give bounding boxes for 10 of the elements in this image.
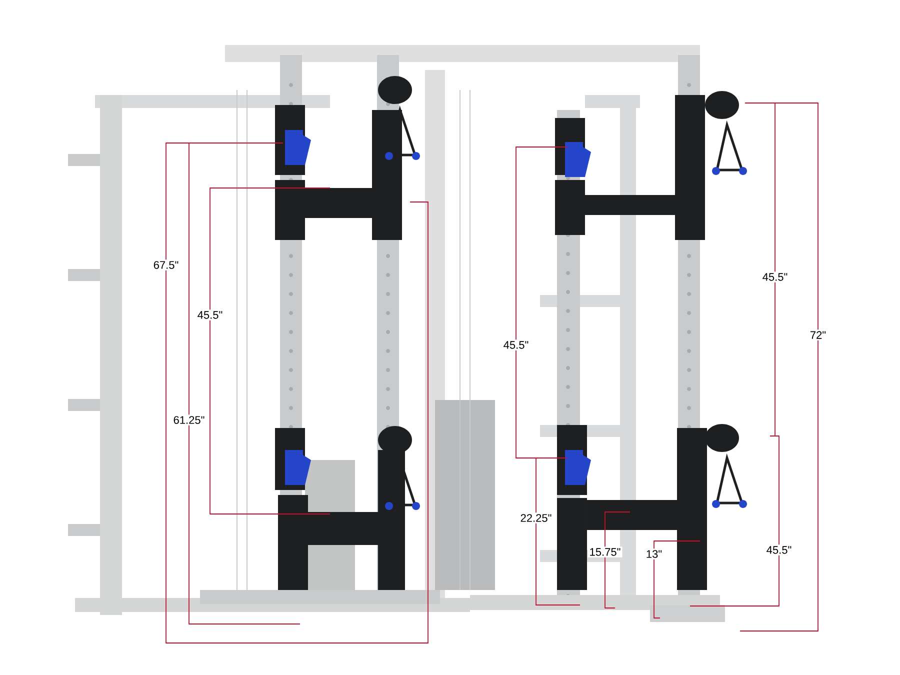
dimension-label: 45.5": [764, 544, 794, 556]
dimension-label: 67.5": [152, 260, 180, 270]
dimension-label: 45.5": [196, 310, 224, 320]
dimension-label: 45.5": [502, 340, 530, 350]
dimension-label: 72": [808, 330, 828, 340]
dimension-label: 61.25": [172, 414, 206, 426]
dimension-label: 22.25": [518, 512, 554, 524]
dimension-label: 15.75": [588, 546, 622, 558]
dimension-label: 45.5": [760, 272, 790, 282]
dimension-label: 13": [644, 548, 664, 560]
